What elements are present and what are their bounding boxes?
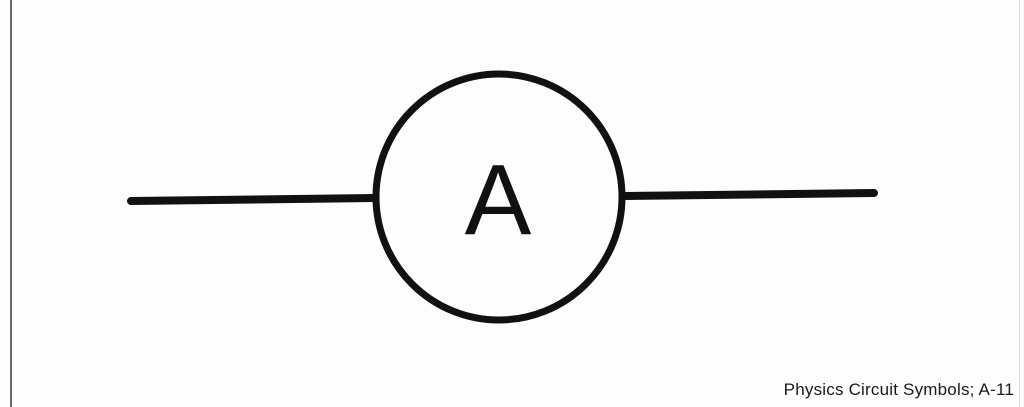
right-page-edge bbox=[1019, 0, 1020, 407]
caption: Physics Circuit Symbols; A-11 bbox=[783, 380, 1014, 399]
left-wire bbox=[127, 194, 379, 205]
ammeter-circle bbox=[372, 70, 626, 324]
ammeter-letter: A bbox=[465, 144, 532, 256]
left-page-edge bbox=[10, 0, 12, 407]
right-wire bbox=[622, 189, 878, 200]
